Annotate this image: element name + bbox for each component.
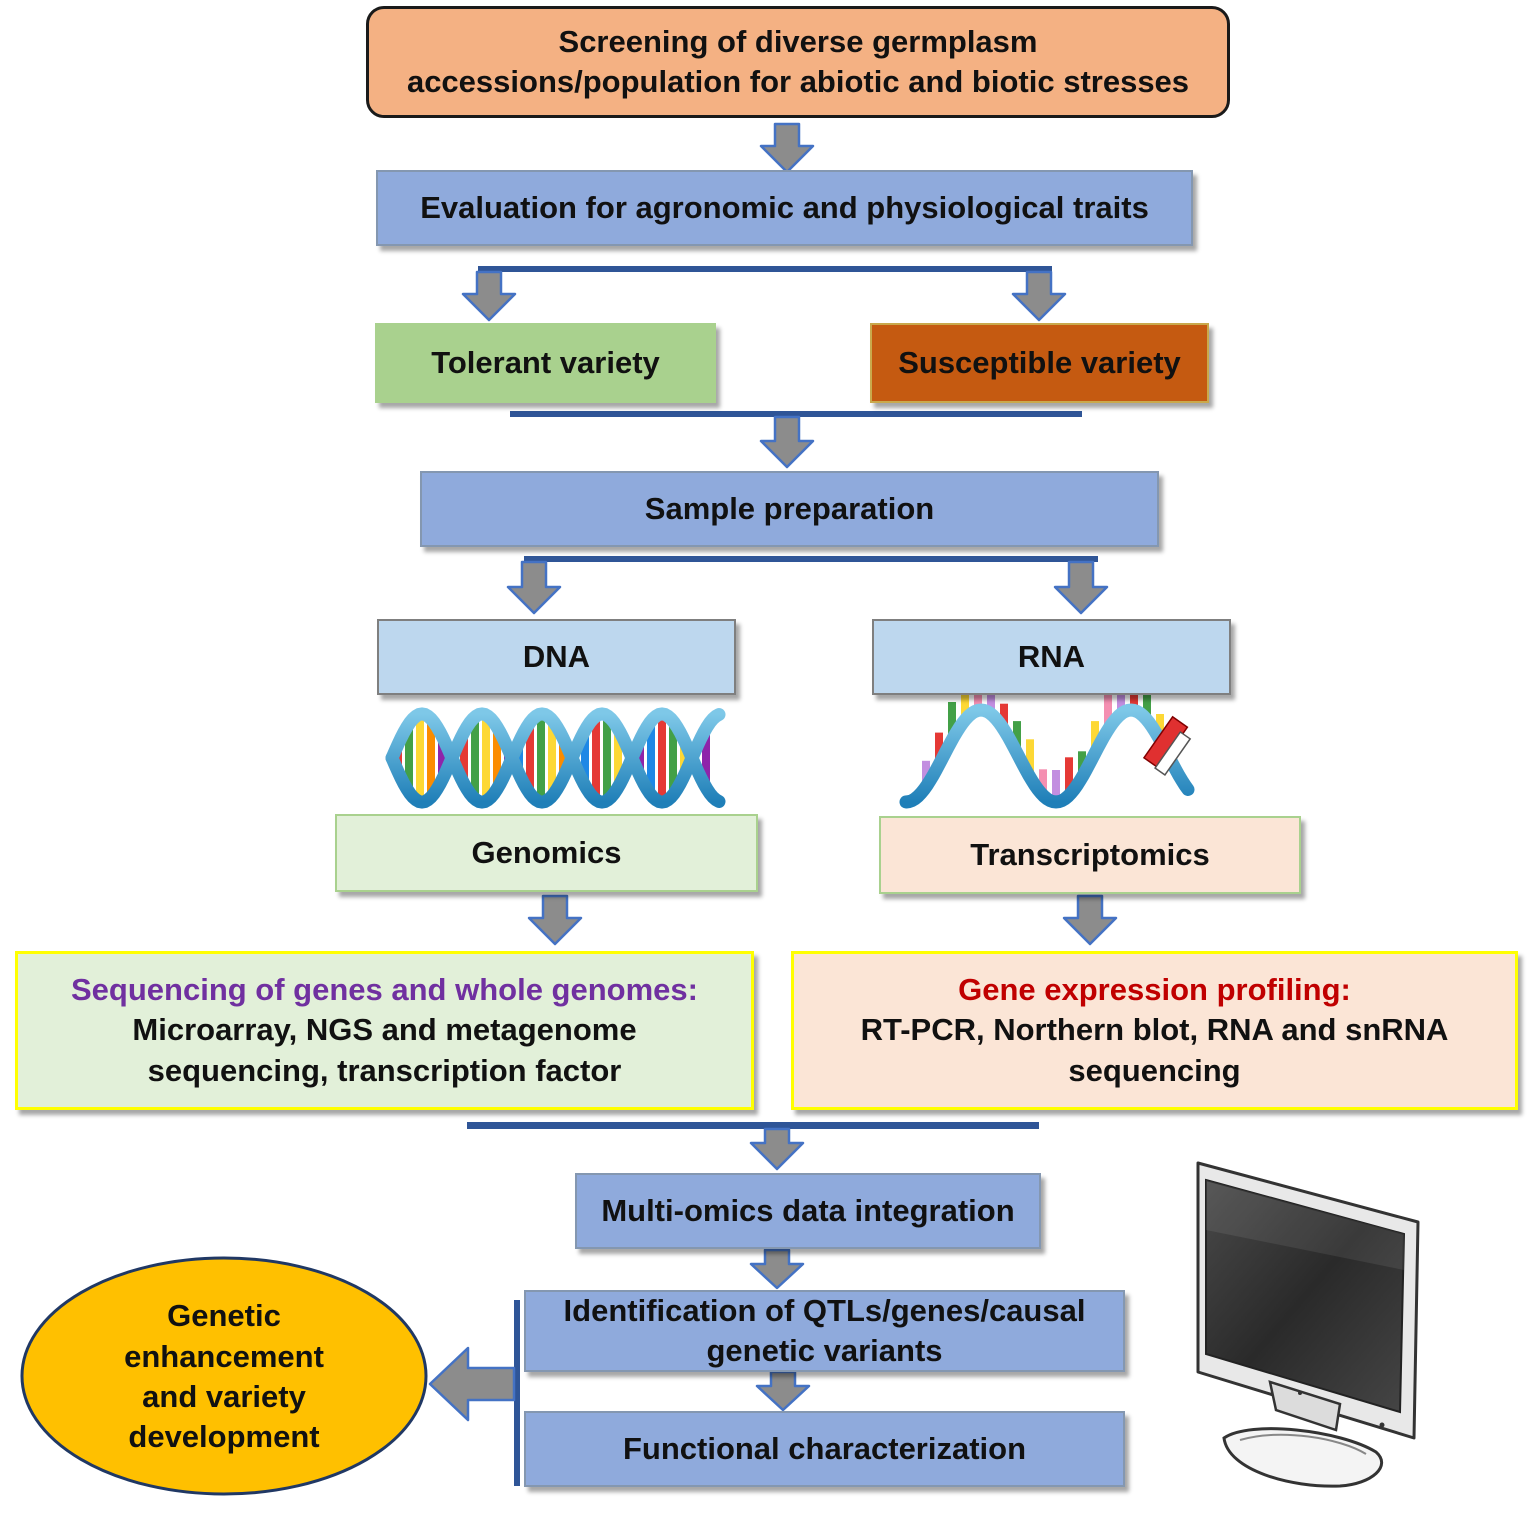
dna-base-pair [658, 714, 666, 802]
enhancement-ellipse [20, 1256, 428, 1496]
functional-box: Functional characterization [524, 1411, 1125, 1487]
dna-text: DNA [522, 638, 591, 674]
rna-base [1026, 739, 1034, 778]
susceptible-variety-text: Susceptible variety [898, 344, 1181, 380]
down-arrow-icon [506, 560, 562, 615]
expression-text-line2: sequencing [1068, 1052, 1241, 1088]
dna-base-pair [405, 723, 413, 793]
dna-base-pair [493, 726, 501, 790]
sample-preparation-text: Sample preparation [644, 490, 935, 526]
connector-bar-sample [524, 556, 1098, 562]
dna-base-pair [614, 728, 622, 788]
dna-box: DNA [377, 619, 736, 695]
functional-text: Functional characterization [622, 1430, 1027, 1466]
rna-base [961, 694, 969, 720]
enhancement-text-line4: development [128, 1419, 320, 1455]
sample-preparation-box: Sample preparation [420, 471, 1159, 547]
down-arrow-icon [1053, 560, 1109, 615]
expression-heading: Gene expression profiling: [958, 972, 1351, 1008]
rna-base [987, 676, 995, 714]
rna-base [1065, 757, 1073, 796]
down-arrow-icon [1062, 894, 1118, 946]
rna-box: RNA [872, 619, 1231, 695]
connector-bar-varieties [510, 411, 1082, 417]
rna-base [1013, 721, 1021, 754]
dna-base-pair [416, 714, 424, 802]
dna-base-pair [438, 736, 446, 780]
integration-text: Multi-omics data integration [601, 1192, 1015, 1228]
left-arrow-icon [428, 1346, 516, 1422]
rna-text: RNA [1017, 638, 1086, 674]
dna-base-pair [669, 721, 677, 795]
down-arrow-icon [1011, 270, 1067, 322]
down-arrow-icon [759, 415, 815, 469]
expression-box: Gene expression profiling: RT-PCR, North… [791, 951, 1518, 1110]
dna-base-pair [537, 714, 545, 802]
rna-base [1039, 769, 1047, 796]
expression-text-line1: RT-PCR, Northern blot, RNA and snRNA [860, 1012, 1449, 1048]
evaluation-box: Evaluation for agronomic and physiologic… [376, 170, 1193, 246]
screening-text-line1: Screening of diverse germplasm [558, 23, 1038, 59]
tolerant-variety-box: Tolerant variety [375, 323, 716, 403]
dna-base-pair [526, 722, 534, 794]
connector-bar-evaluation [478, 266, 1052, 272]
rna-base [1052, 770, 1060, 802]
tolerant-variety-text: Tolerant variety [431, 344, 660, 380]
rna-base [1104, 691, 1112, 730]
connector-bar-omics [467, 1122, 1039, 1129]
enhancement-text-line1: Genetic [167, 1298, 281, 1334]
sequencing-heading: Sequencing of genes and whole genomes: [71, 972, 698, 1008]
sequencing-text-line1: Microarray, NGS and metagenome [132, 1012, 637, 1048]
dna-base-pair [427, 718, 435, 798]
dna-base-pair [636, 740, 644, 776]
down-arrow-icon [755, 1370, 811, 1412]
sequencing-box: Sequencing of genes and whole genomes: M… [15, 951, 754, 1110]
down-arrow-icon [749, 1127, 805, 1171]
dna-base-pair [680, 740, 688, 776]
down-arrow-icon [527, 894, 583, 946]
enhancement-text-line2: enhancement [124, 1338, 324, 1374]
integration-box: Multi-omics data integration [575, 1173, 1041, 1249]
dna-base-pair [559, 738, 567, 778]
enhancement-text-line3: and variety [142, 1379, 306, 1414]
dna-base-pair [702, 728, 710, 788]
rna-base [1091, 721, 1099, 754]
down-arrow-icon [749, 1248, 805, 1290]
dna-base-pair [603, 715, 611, 801]
susceptible-variety-box: Susceptible variety [870, 323, 1209, 403]
identification-text-line1: Identification of QTLs/genes/causal [563, 1292, 1086, 1328]
connector-bar-vertical [514, 1300, 520, 1486]
identification-box: Identification of QTLs/genes/causal gene… [524, 1290, 1125, 1372]
dna-base-pair [460, 732, 468, 784]
dna-base-pair [471, 716, 479, 800]
dna-base-pair [581, 730, 589, 786]
dna-base-pair [592, 716, 600, 800]
dna-helix-icon [384, 702, 726, 814]
transcriptomics-box: Transcriptomics [879, 816, 1301, 894]
identification-text-line2: genetic variants [706, 1333, 943, 1368]
transcriptomics-text: Transcriptomics [970, 836, 1210, 872]
rna-base [1000, 703, 1008, 730]
rna-base [1117, 688, 1125, 714]
screening-text-line2: accessions/population for abiotic and bi… [406, 64, 1190, 99]
rna-base [948, 702, 956, 740]
evaluation-text: Evaluation for agronomic and physiologic… [420, 189, 1149, 225]
computer-monitor-icon [1196, 1161, 1420, 1488]
dna-base-pair [548, 719, 556, 797]
dna-base-pair [647, 721, 655, 795]
rna-base [935, 732, 943, 765]
down-arrow-icon [461, 270, 517, 322]
enhancement-text-block: Genetic enhancement and variety developm… [30, 1262, 418, 1492]
rna-base [1156, 714, 1164, 740]
dna-base-pair [482, 715, 490, 802]
genomics-text: Genomics [471, 834, 622, 870]
rna-base [922, 760, 930, 787]
genomics-box: Genomics [335, 814, 758, 892]
screening-box: Screening of diverse germplasm accession… [366, 6, 1230, 118]
down-arrow-icon [759, 122, 815, 174]
rna-strand-icon [888, 676, 1224, 814]
sequencing-text-line2: sequencing, transcription factor [147, 1052, 622, 1088]
rna-base [1143, 682, 1151, 720]
